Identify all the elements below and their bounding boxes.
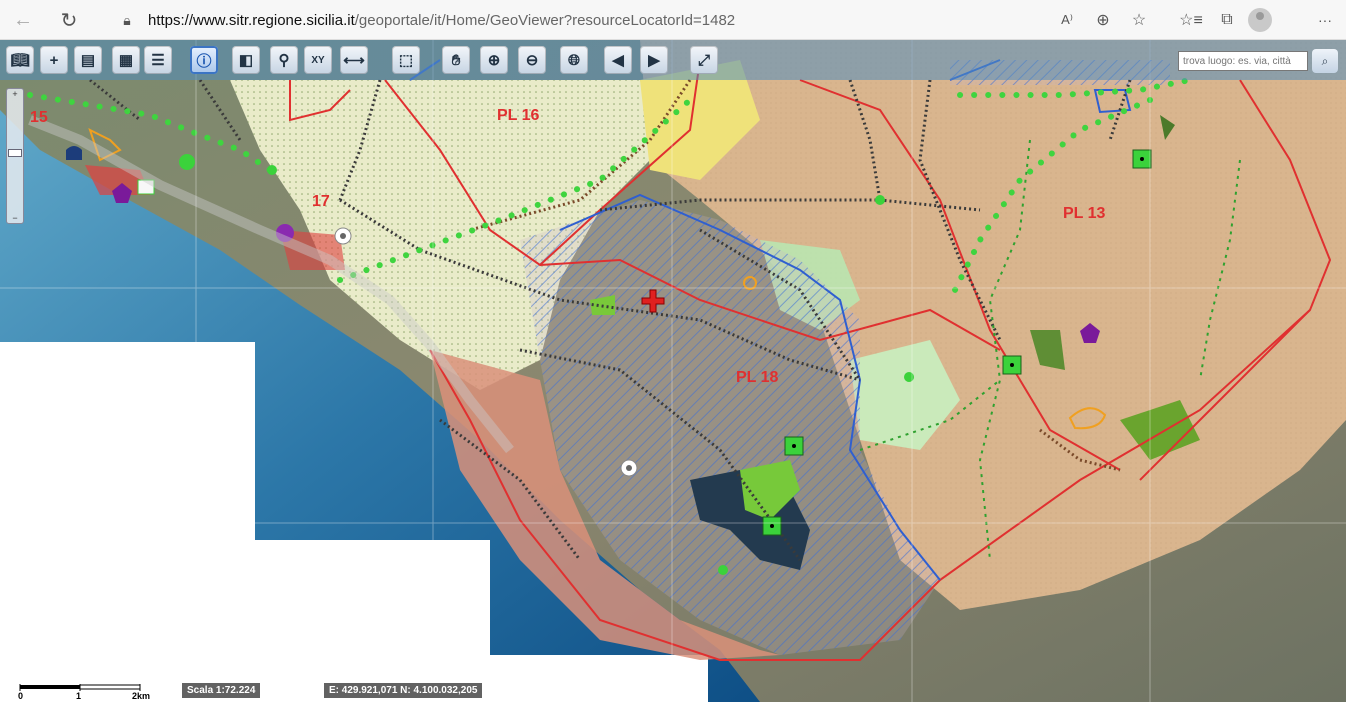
read-aloud-icon: A⁾ — [1061, 12, 1073, 27]
map-markers — [66, 146, 1152, 575]
thematic-map-button[interactable]: ▦ — [112, 46, 140, 74]
favorites-icon: ☆≡ — [1179, 12, 1203, 29]
arrow-left-icon: ← — [13, 8, 33, 31]
coordinate-readout: E: 429.921,071 N: 4.100.032,205 — [324, 683, 483, 698]
arrow-back-icon: ◀ — [612, 52, 624, 69]
zoom-icon: ⊕ — [1096, 12, 1110, 29]
place-search-input[interactable] — [1178, 51, 1308, 71]
xy-button[interactable]: XY — [304, 46, 332, 74]
label-pl16: PL 16 — [497, 107, 540, 124]
add-layer-icon: + — [49, 51, 59, 69]
collections-button[interactable]: ⧉ — [1214, 7, 1240, 33]
xy-coordinate-icon: XY — [311, 54, 325, 66]
zoom-in-icon: ⊕ — [487, 52, 501, 69]
fullscreen-icon: ⤢ — [697, 51, 710, 69]
find-button[interactable]: ⚲ — [270, 46, 298, 74]
zoom-button[interactable]: ⊕ — [1090, 7, 1116, 33]
zoom-in-button[interactable]: ⊕ — [480, 46, 508, 74]
next-extent-button[interactable]: ▶ — [640, 46, 668, 74]
address-bar[interactable]: https://www.sitr.regione.sicilia.it/geop… — [148, 7, 1088, 33]
url-domain: https://www.sitr.regione.sicilia.it — [148, 11, 355, 29]
layers-book-button[interactable]: 📖︎ — [6, 46, 34, 74]
label-pl13: PL 13 — [1063, 205, 1106, 222]
zoom-slider[interactable]: + − — [6, 88, 24, 224]
map-toolbar: 📖︎ + ▤ ▦ ☰ ⓘ ◧ ⚲ XY ⟷ ⬚ ✋︎ ⊕ ⊖ 🌐︎ ◀ ▶ ⤢ — [0, 40, 1346, 80]
more-button[interactable]: ··· — [1312, 7, 1338, 33]
add-layer-button[interactable]: + — [40, 46, 68, 74]
hand-icon: ✋︎ — [451, 51, 461, 69]
url-path: /geoportale/it/Home/GeoViewer?resourceLo… — [354, 11, 736, 29]
back-button[interactable]: ← — [10, 7, 36, 33]
measure-button[interactable]: ⟷ — [340, 46, 368, 74]
previous-extent-button[interactable]: ◀ — [604, 46, 632, 74]
legend-button[interactable]: ▤ — [74, 46, 102, 74]
book-icon: 📖︎ — [10, 52, 30, 69]
lock-icon: 🔒︎ — [123, 11, 131, 28]
scale-bar-graphic — [19, 684, 141, 691]
globe-icon: 🌐︎ — [567, 51, 580, 69]
favorites-list-button[interactable]: ☆≡ — [1178, 7, 1204, 33]
browser-toolbar: ← ↻ 🔒︎ https://www.sitr.regione.sicilia.… — [0, 0, 1346, 40]
label-pl18: PL 18 — [736, 369, 779, 386]
star-add-icon: ☆ — [1131, 12, 1147, 29]
zoom-slider-handle[interactable] — [8, 149, 22, 157]
place-search-button[interactable]: ⌕ — [1312, 49, 1338, 73]
reload-icon: ↻ — [60, 9, 78, 32]
legend-icon: ▤ — [80, 52, 96, 69]
map-canvas[interactable]: PL 16 PL 13 PL 18 17 15 — [0, 40, 1346, 702]
full-extent-button[interactable]: 🌐︎ — [560, 46, 588, 74]
identify-icon: ◧ — [238, 52, 254, 69]
scale-bar: 0 1 2km — [18, 684, 151, 701]
arrow-forward-icon: ▶ — [648, 52, 660, 69]
scale-tick-0: 0 — [18, 691, 24, 701]
ruler-icon: ⟷ — [343, 52, 365, 69]
profile-avatar[interactable] — [1248, 8, 1272, 32]
scale-tick-1: 1 — [76, 691, 82, 701]
reload-button[interactable]: ↻ — [56, 7, 82, 33]
read-aloud-button[interactable]: A⁾ — [1054, 7, 1080, 33]
site-info-button[interactable]: 🔒︎ — [114, 7, 140, 33]
scale-tick-2: 2km — [132, 691, 151, 701]
zoom-out-icon: ⊖ — [525, 52, 539, 69]
search-icon: ⌕ — [1321, 53, 1329, 68]
identify-button[interactable]: ◧ — [232, 46, 260, 74]
label-pl15: 15 — [30, 109, 48, 126]
more-icon: ··· — [1318, 12, 1332, 28]
list-icon: ☰ — [151, 52, 165, 69]
info-icon: ⓘ — [196, 52, 212, 70]
binoculars-icon: ⚲ — [278, 52, 290, 69]
zoom-slider-plus[interactable]: + — [12, 89, 18, 99]
info-button[interactable]: ⓘ — [190, 46, 218, 74]
map-render: PL 16 PL 13 PL 18 17 15 — [0, 40, 1346, 702]
zoom-box-button[interactable]: ⬚ — [392, 46, 420, 74]
scale-readout: Scala 1:72.224 — [182, 683, 261, 698]
pan-button[interactable]: ✋︎ — [442, 46, 470, 74]
grid-map-icon: ▦ — [118, 52, 134, 69]
zoom-out-button[interactable]: ⊖ — [518, 46, 546, 74]
favorite-button[interactable]: ☆ — [1126, 7, 1152, 33]
fullscreen-button[interactable]: ⤢ — [690, 46, 718, 74]
zoom-box-icon: ⬚ — [398, 52, 414, 69]
layer-list-button[interactable]: ☰ — [144, 46, 172, 74]
collections-icon: ⧉ — [1221, 11, 1233, 28]
label-pl17: 17 — [312, 193, 330, 210]
zoom-slider-minus[interactable]: − — [12, 213, 18, 223]
